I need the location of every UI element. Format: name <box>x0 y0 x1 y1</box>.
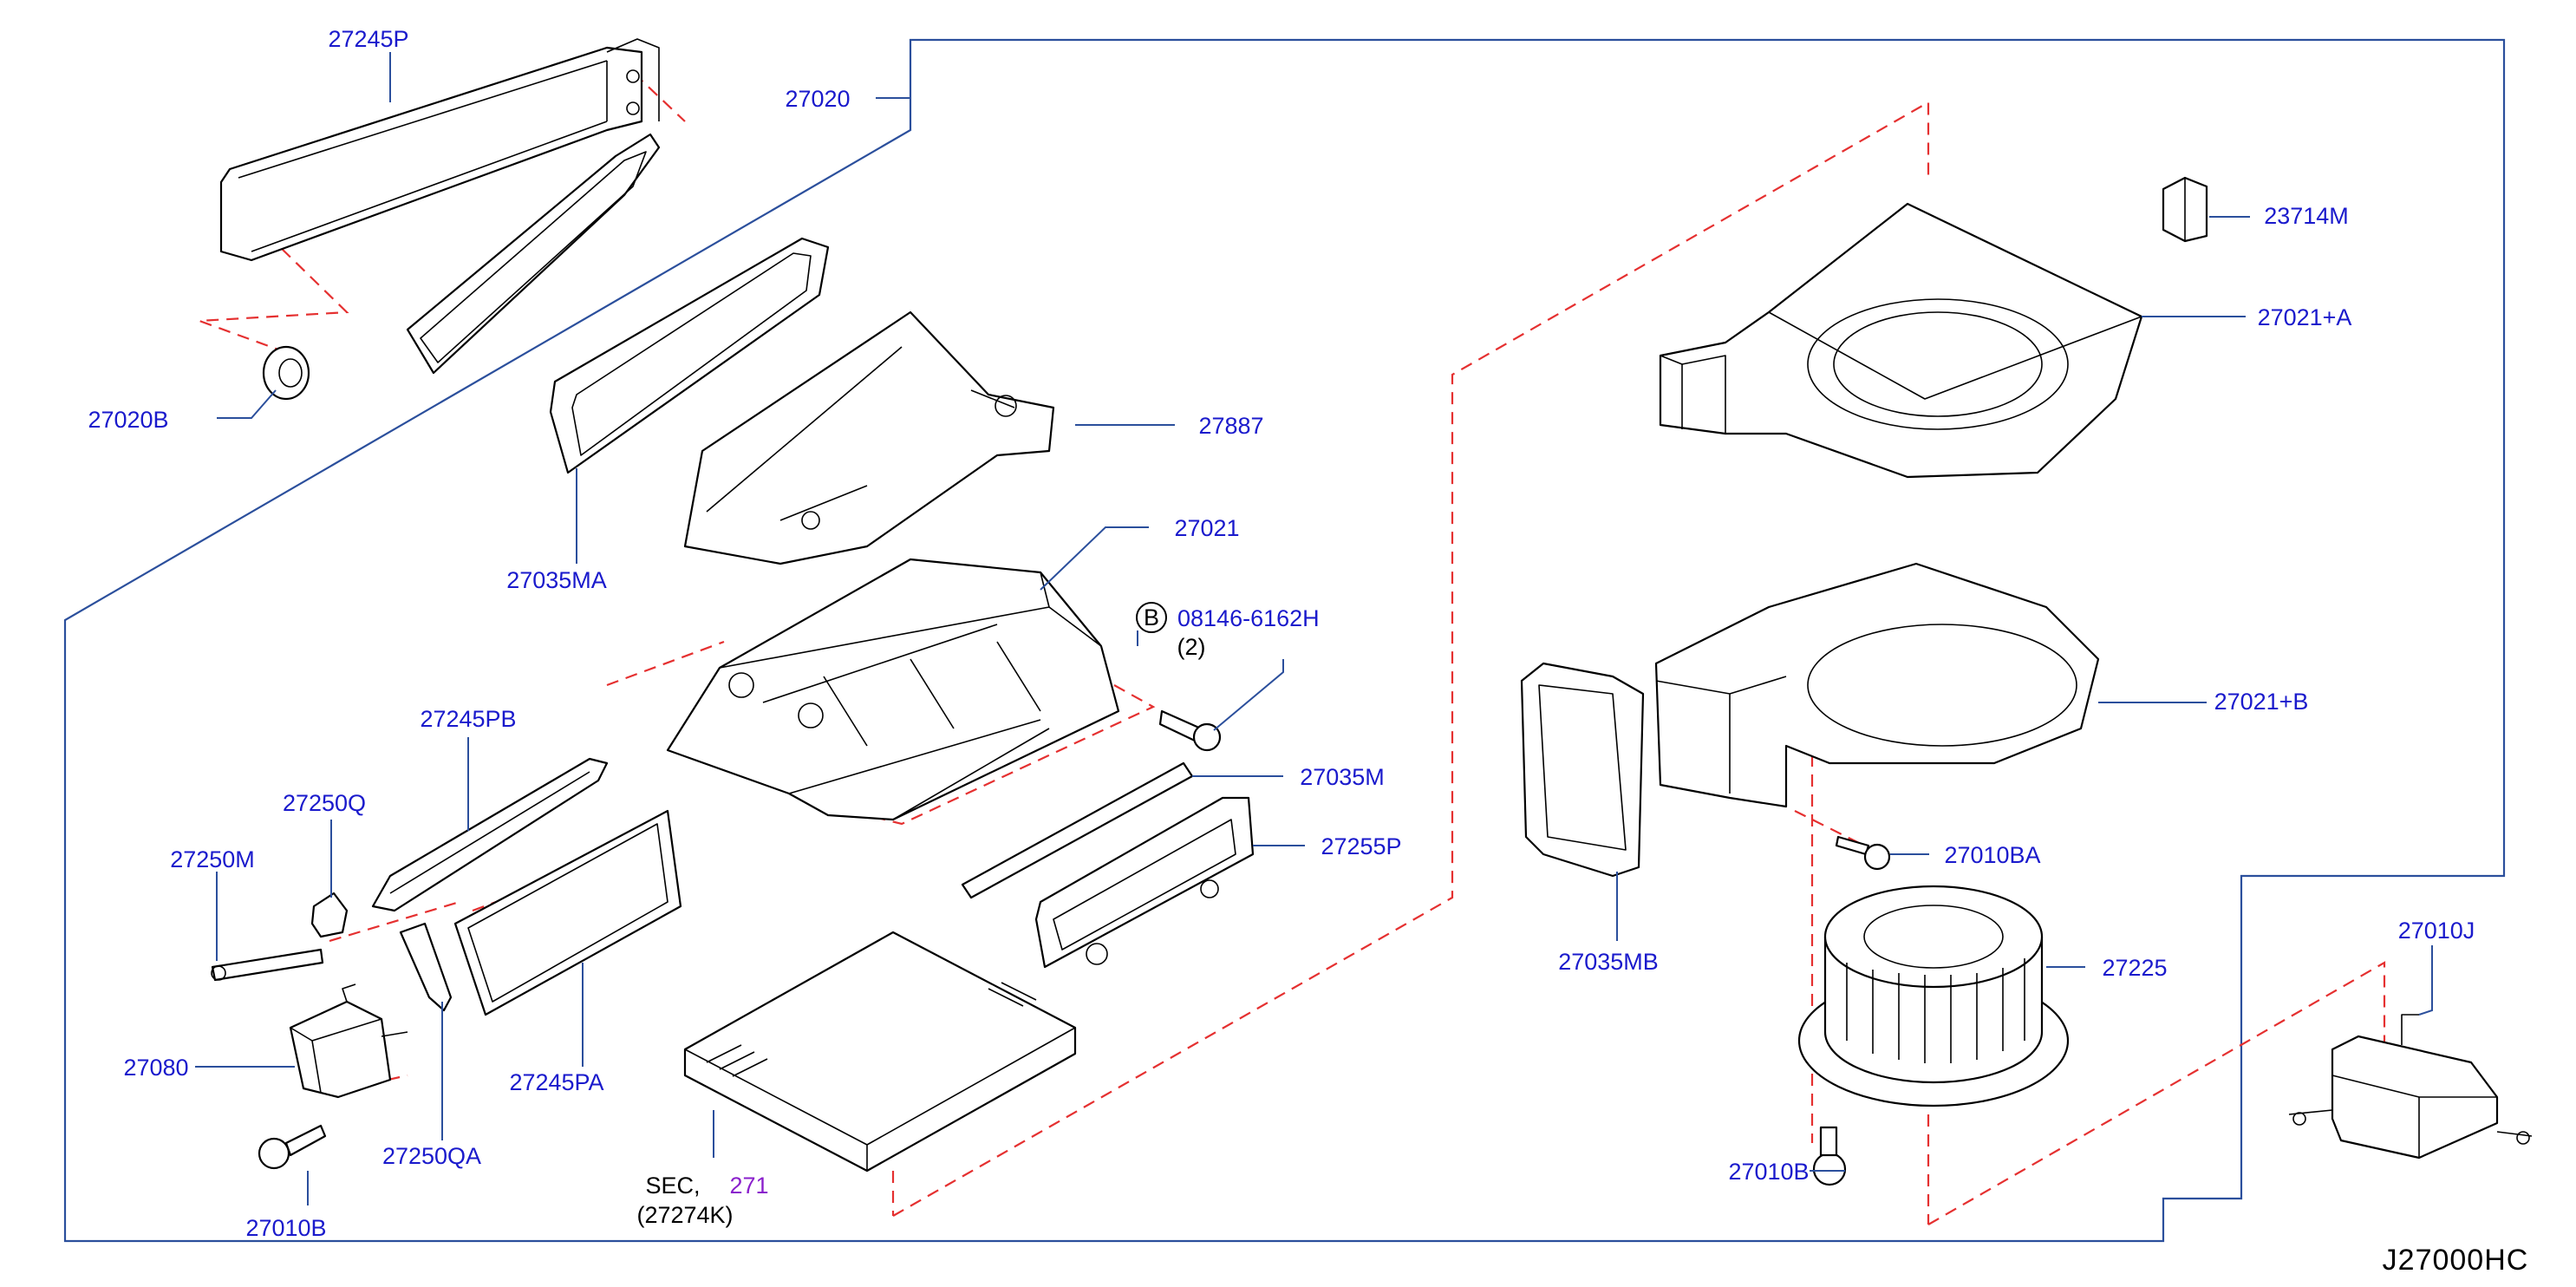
label-23714M[interactable]: 23714M <box>2264 203 2349 229</box>
part-27021A-drawing <box>1659 202 2143 479</box>
part-08146-bolt-drawing <box>1158 709 1222 752</box>
label-27245P[interactable]: 27245P <box>328 26 408 52</box>
label-27010BA[interactable]: 27010BA <box>1944 842 2040 868</box>
part-27250M-drawing <box>211 948 324 982</box>
label-27250M[interactable]: 27250M <box>170 846 255 872</box>
label-27020B[interactable]: 27020B <box>88 407 168 433</box>
label-27035MB[interactable]: 27035MB <box>1558 949 1659 975</box>
part-filter-drawing <box>683 931 1077 1173</box>
part-27245PB-drawing <box>371 757 609 912</box>
label-27021[interactable]: 27021 <box>1174 515 1239 541</box>
label-08146-6162H[interactable]: 08146-6162H <box>1177 605 1320 631</box>
sec-part-number: (27274K) <box>636 1202 733 1228</box>
sec-section-link[interactable]: 271 <box>729 1173 768 1199</box>
label-27245PA[interactable]: 27245PA <box>509 1069 603 1095</box>
part-27035MB-drawing <box>1520 662 1645 878</box>
callout-letter: B <box>1144 604 1159 630</box>
part-27010BA-drawing <box>1835 835 1891 871</box>
part-27250Q-drawing <box>310 892 349 938</box>
part-27080-drawing <box>289 983 408 1099</box>
label-27021A[interactable]: 27021+A <box>2258 304 2352 330</box>
label-27035M[interactable]: 27035M <box>1300 764 1385 790</box>
part-27887-drawing <box>683 310 1055 565</box>
label-27035MA[interactable]: 27035MA <box>506 567 607 593</box>
label-27250QA[interactable]: 27250QA <box>382 1143 481 1169</box>
part-27010B-right-drawing <box>1812 1126 1847 1186</box>
label-27010B-left[interactable]: 27010B <box>245 1215 326 1241</box>
diagram-code: J27000HC <box>2383 1244 2529 1277</box>
part-27245P-drawing <box>219 38 661 375</box>
sec-reference: SEC, 271 (27274K) <box>636 1173 768 1228</box>
part-27021-drawing <box>666 558 1120 821</box>
part-27020B-drawing <box>262 345 310 401</box>
part-23714M-drawing <box>2162 176 2208 243</box>
leader-lines <box>195 52 2433 1205</box>
part-27035MA-drawing <box>549 237 830 474</box>
label-27010J[interactable]: 27010J <box>2398 918 2475 944</box>
label-27020[interactable]: 27020 <box>785 86 850 112</box>
label-27021B[interactable]: 27021+B <box>2214 689 2309 715</box>
label-27250Q[interactable]: 27250Q <box>283 790 366 816</box>
part-27250QA-drawing <box>399 922 453 1012</box>
part-27021B-drawing <box>1654 562 2100 808</box>
assembly-frame <box>63 38 2506 1243</box>
label-27245PB[interactable]: 27245PB <box>420 706 516 732</box>
part-27245PA-drawing <box>453 809 682 1016</box>
label-27080[interactable]: 27080 <box>123 1055 188 1081</box>
part-27225-drawing <box>1797 885 2070 1107</box>
part-27010J-drawing <box>2288 1014 2533 1160</box>
label-27225[interactable]: 27225 <box>2102 955 2167 981</box>
callout-circle <box>1136 602 1167 633</box>
part-27010B-left-drawing <box>258 1124 327 1170</box>
part-27255P-drawing <box>1034 796 1255 969</box>
label-27887[interactable]: 27887 <box>1198 413 1263 439</box>
label-27010B-right[interactable]: 27010B <box>1728 1159 1809 1185</box>
callout-quantity: (2) <box>1177 634 1206 660</box>
label-27255P[interactable]: 27255P <box>1321 833 1401 859</box>
sec-prefix: SEC, <box>645 1173 700 1199</box>
callout-B-08146: B 08146-6162H (2) <box>1136 602 1320 660</box>
